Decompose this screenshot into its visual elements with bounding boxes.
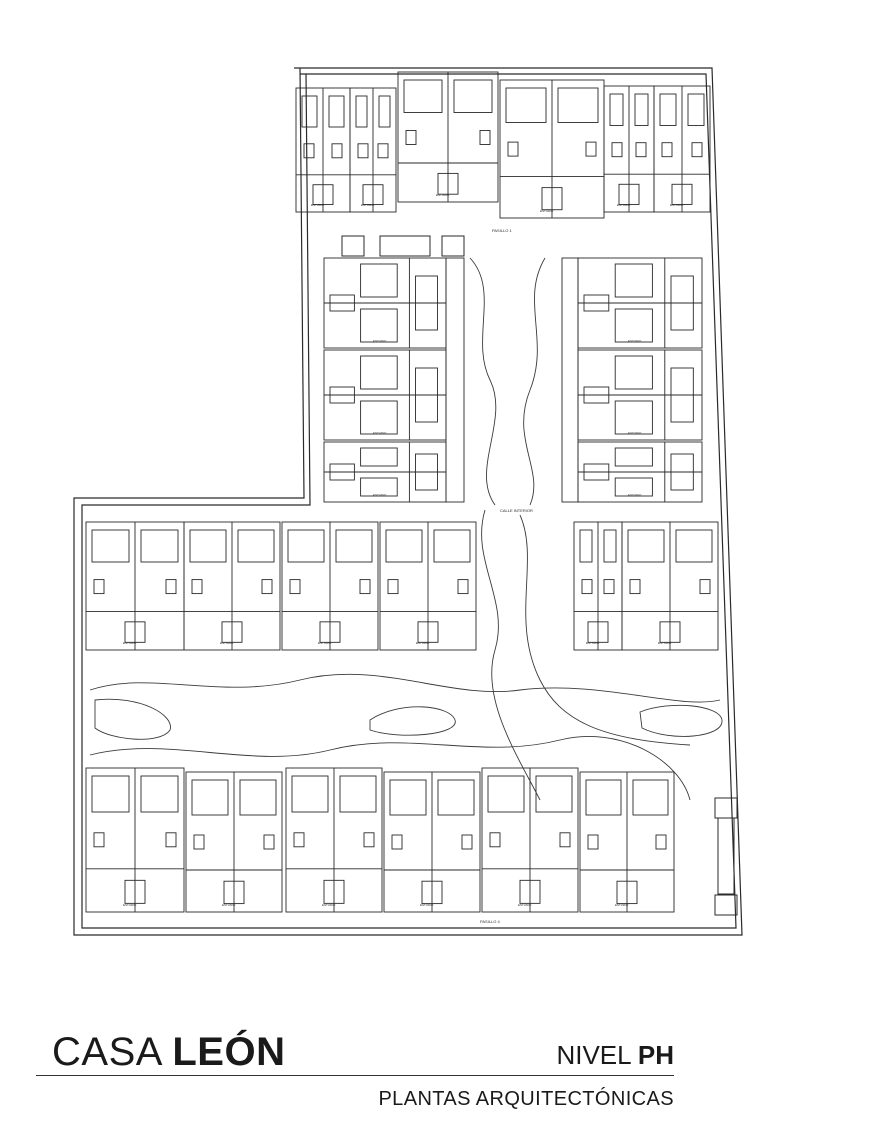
project-title-light: CASA bbox=[52, 1030, 173, 1074]
stairs bbox=[341, 235, 738, 916]
site-boundary bbox=[73, 67, 743, 936]
apartment-unit: ESTUDIO bbox=[281, 521, 379, 651]
unit-label: ESTUDIO bbox=[628, 339, 642, 343]
unit-label: ESTUDIO bbox=[518, 903, 532, 907]
corridor-label-middle: CALLE INTERIOR bbox=[500, 508, 533, 513]
apartment-unit: ESTUDIO bbox=[499, 79, 605, 219]
apartment-unit: ESTUDIO bbox=[85, 767, 185, 913]
unit-label: ESTUDIO bbox=[373, 431, 387, 435]
apartment-unit: ESTUDIO bbox=[323, 441, 447, 503]
apartment-unit: ESTUDIO bbox=[349, 87, 397, 213]
unit-label: ESTUDIO bbox=[617, 203, 631, 207]
apartment-unit: ESTUDIO bbox=[577, 257, 703, 349]
corridor-label-top: PASILLO 1 bbox=[492, 228, 512, 233]
apartment-unit: ESTUDIO bbox=[383, 771, 481, 913]
unit-label: ESTUDIO bbox=[222, 903, 236, 907]
apartment-unit: ESTUDIO bbox=[295, 87, 351, 213]
apartment-unit: ESTUDIO bbox=[183, 521, 281, 651]
unit-label: ESTUDIO bbox=[373, 493, 387, 497]
project-title-bold: LEÓN bbox=[172, 1030, 286, 1074]
apartment-unit: ESTUDIO bbox=[579, 771, 675, 913]
title-divider bbox=[36, 1075, 674, 1076]
unit-label: ESTUDIO bbox=[615, 903, 629, 907]
unit-label: ESTUDIO bbox=[123, 903, 137, 907]
unit-label: ESTUDIO bbox=[436, 193, 450, 197]
unit-label: ESTUDIO bbox=[628, 431, 642, 435]
level-prefix: NIVEL bbox=[556, 1040, 638, 1070]
level-title: NIVEL PH bbox=[556, 1040, 674, 1071]
unit-label: ESTUDIO bbox=[540, 209, 554, 213]
unit-label: ESTUDIO bbox=[373, 339, 387, 343]
site-boundary-inner bbox=[81, 73, 737, 929]
unit-label: ESTUDIO bbox=[311, 203, 325, 207]
architectural-floor-plan: ESTUDIO ESTUDIO ESTUDIO ESTUDIO ESTUDIO ESTUD… bbox=[73, 67, 743, 936]
apartment-unit: ESTUDIO bbox=[621, 521, 719, 651]
apartment-unit: ESTUDIO bbox=[603, 85, 655, 213]
apartment-unit: ESTUDIO bbox=[323, 257, 447, 349]
apartment-unit: ESTUDIO bbox=[653, 85, 711, 213]
unit-label: ESTUDIO bbox=[586, 641, 600, 645]
corridor-label-bottom: PASILLO 4 bbox=[480, 919, 500, 924]
apartment-unit: ESTUDIO bbox=[397, 71, 499, 203]
unit-label: ESTUDIO bbox=[361, 203, 375, 207]
apartment-unit: ESTUDIO bbox=[481, 767, 579, 913]
apartment-unit: ESTUDIO bbox=[285, 767, 383, 913]
unit-label: ESTUDIO bbox=[416, 641, 430, 645]
apartment-unit: ESTUDIO bbox=[573, 521, 623, 651]
unit-label: ESTUDIO bbox=[123, 641, 137, 645]
unit-label: ESTUDIO bbox=[220, 641, 234, 645]
unit-label: ESTUDIO bbox=[322, 903, 336, 907]
drawing-subtitle: PLANTAS ARQUITECTÓNICAS bbox=[378, 1088, 674, 1110]
apartment-unit: ESTUDIO bbox=[379, 521, 477, 651]
apartment-unit: ESTUDIO bbox=[577, 349, 703, 441]
garden-paths bbox=[89, 257, 723, 801]
unit-label: ESTUDIO bbox=[318, 641, 332, 645]
unit-label: ESTUDIO bbox=[420, 903, 434, 907]
apartment-unit: ESTUDIO bbox=[85, 521, 185, 651]
level-name: PH bbox=[637, 1040, 674, 1070]
apartment-unit: ESTUDIO bbox=[185, 771, 283, 913]
apartment-unit: ESTUDIO bbox=[577, 441, 703, 503]
unit-label: ESTUDIO bbox=[658, 641, 672, 645]
apartment-unit: ESTUDIO bbox=[323, 349, 447, 441]
unit-label: ESTUDIO bbox=[670, 203, 684, 207]
unit-label: ESTUDIO bbox=[628, 493, 642, 497]
project-title: CASA LEÓN bbox=[52, 1030, 285, 1075]
